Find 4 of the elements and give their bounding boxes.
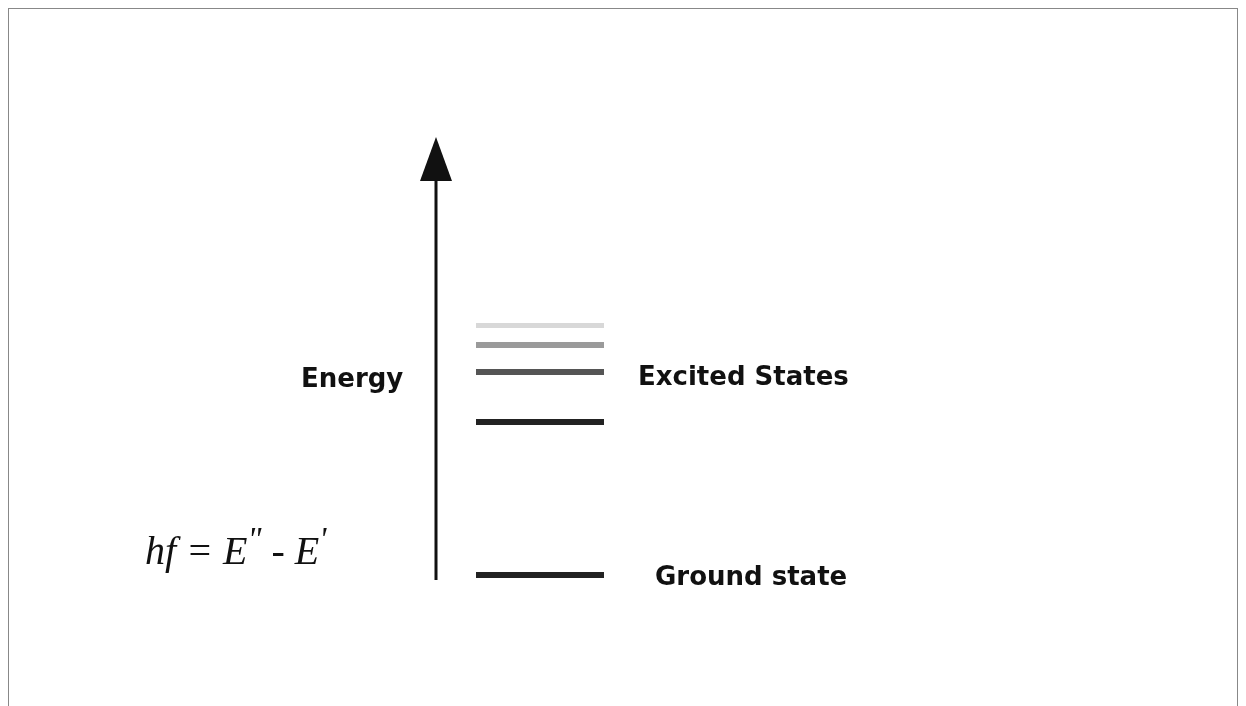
- level-label: Excited States: [638, 363, 849, 389]
- axis-label: Energy: [301, 365, 404, 391]
- level-label: Ground state: [655, 563, 848, 589]
- formula-text: hf = E$^{"}$ - E$^{'}$: [145, 522, 327, 572]
